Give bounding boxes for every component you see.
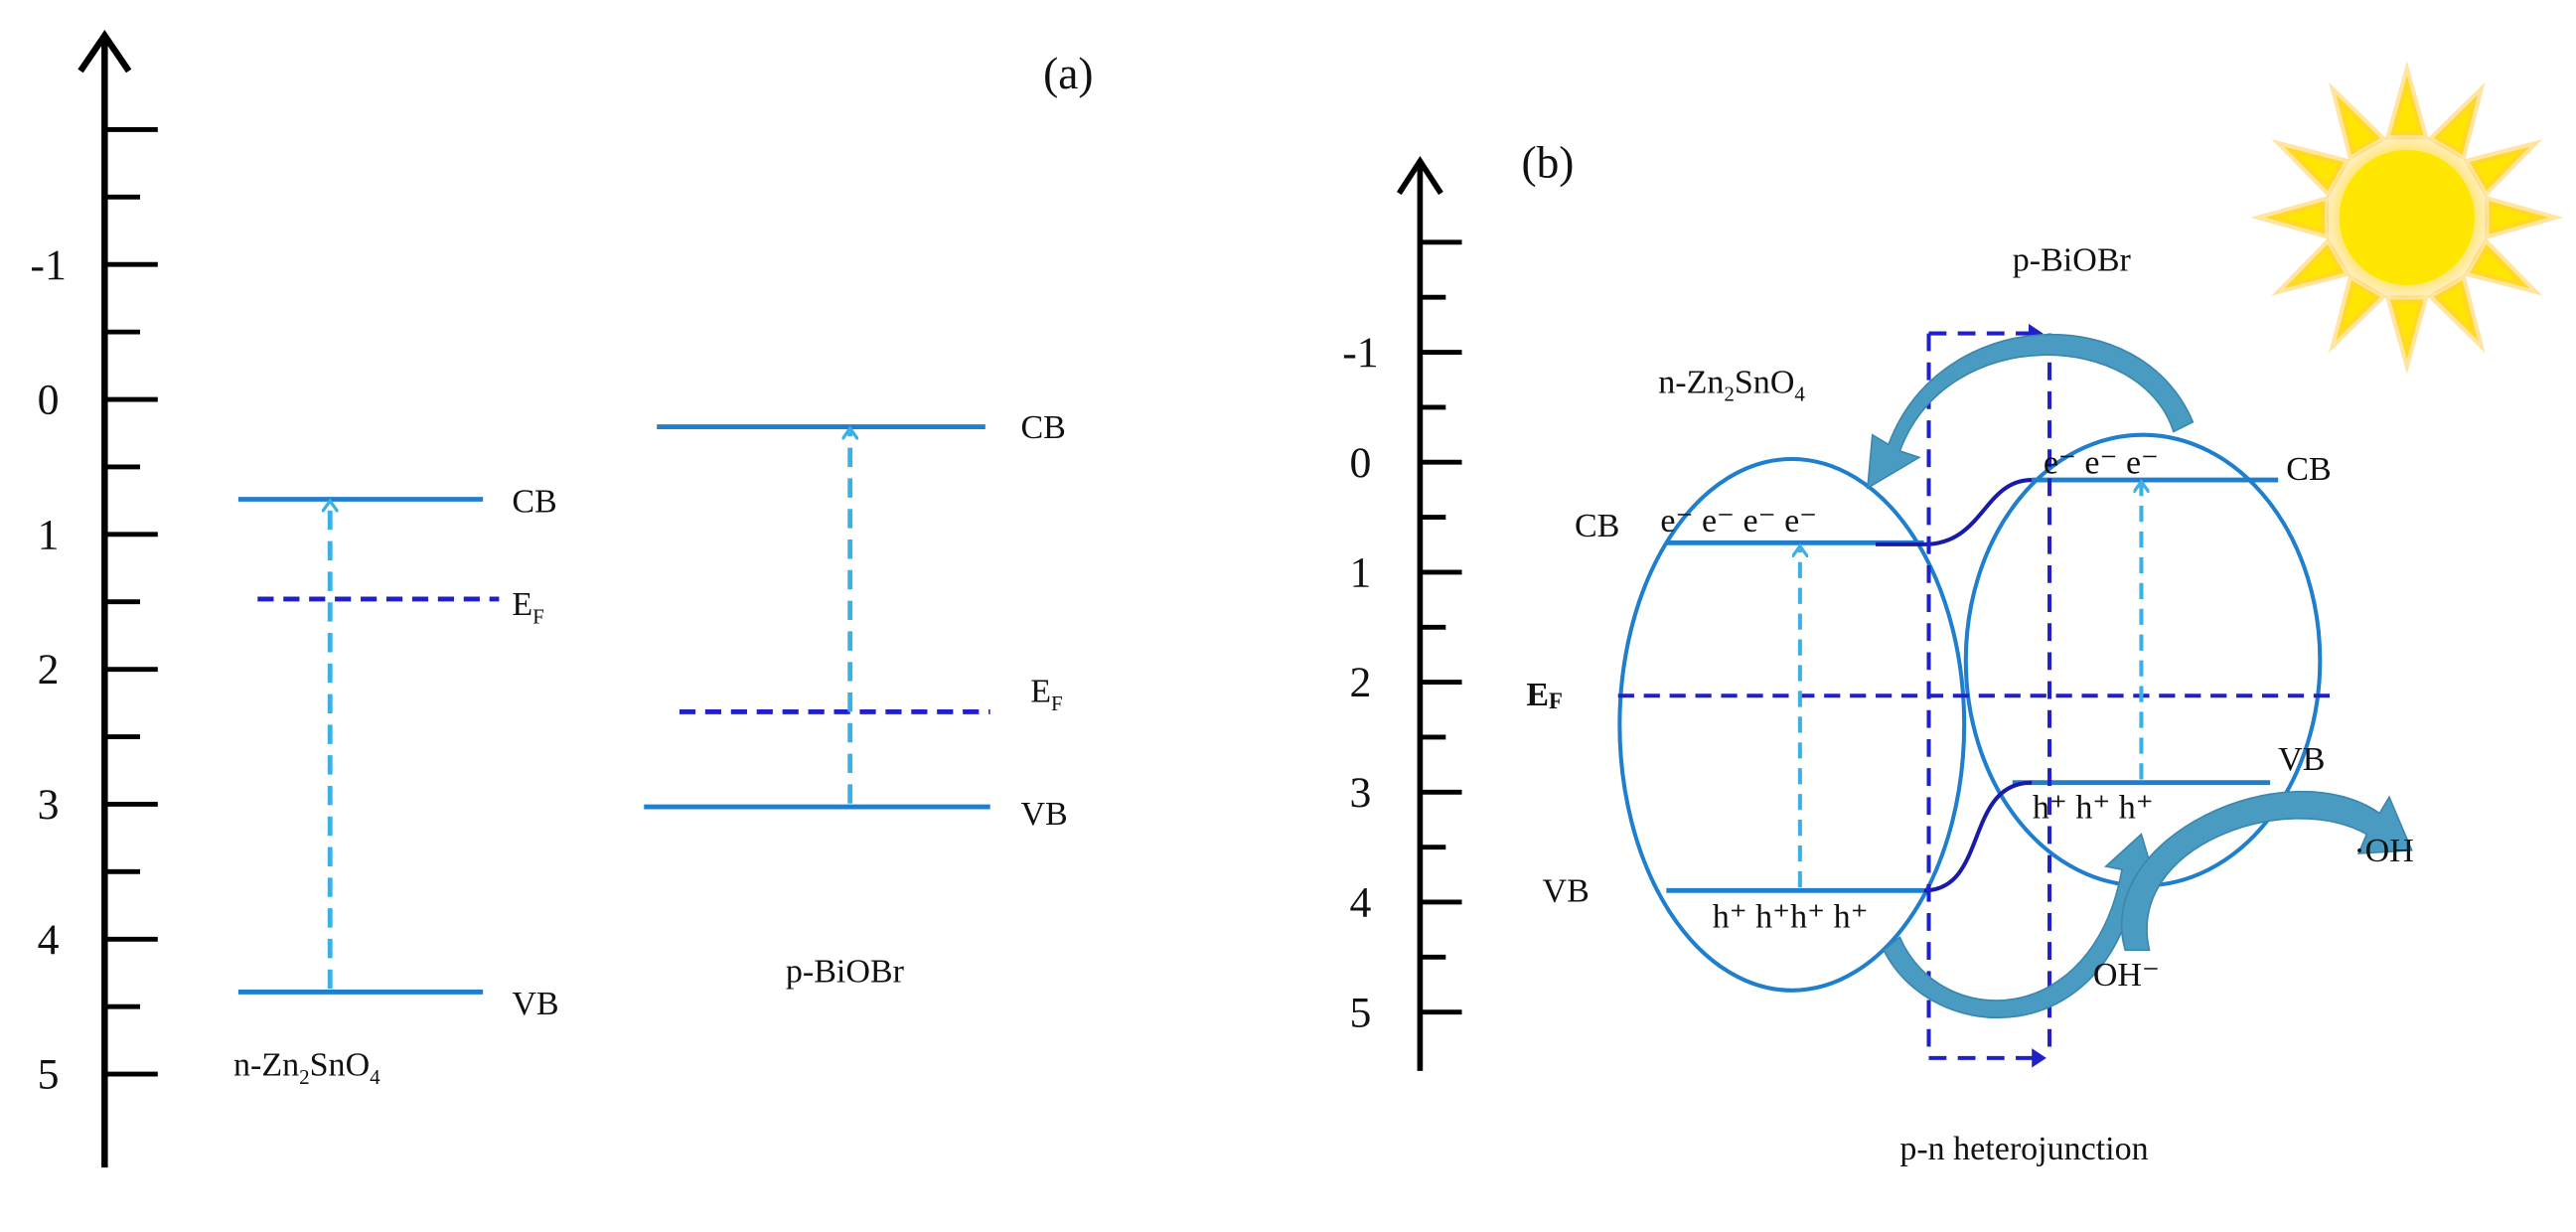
n-ef-label: EF <box>512 586 544 628</box>
energy-axis-a: -1 0 1 2 3 4 5 <box>30 30 158 1168</box>
tick-label: -1 <box>1342 329 1378 377</box>
energy-axis-b: -1 0 1 2 3 4 5 <box>1342 155 1462 1071</box>
material-n-zn2sno4-levels: CB EF VB n-Zn2SnO4 <box>233 483 559 1088</box>
tick-label: 0 <box>38 377 60 424</box>
panel-a: -1 0 1 2 3 4 5 (a) CB EF VB n-Zn2SnO4 CB EF VB… <box>30 30 1094 1168</box>
hydroxide-label: OH⁻ <box>2093 957 2160 994</box>
electron-transfer-arrow <box>1866 333 2195 490</box>
p-material-name-b: p-BiOBr <box>2013 241 2132 278</box>
sun-ray <box>2426 273 2486 354</box>
n-cb-label-b: CB <box>1575 508 1619 544</box>
sun-ray <box>2463 139 2543 198</box>
p-electrons: e⁻ e⁻ e⁻ <box>2044 445 2159 482</box>
tick-label: 5 <box>38 1051 60 1099</box>
tick-label: 0 <box>1349 439 1371 487</box>
material-p-biobr-levels: CB EF VB p-BiOBr <box>644 409 1068 991</box>
sun-ray <box>2328 81 2387 161</box>
tick-label: 3 <box>1349 769 1371 817</box>
tick-label: 1 <box>38 511 60 558</box>
vb-band-bending <box>1923 780 2033 893</box>
p-cb-label: CB <box>1020 409 1065 446</box>
n-cb-label: CB <box>512 483 556 520</box>
n-electrons: e⁻ e⁻ e⁻ e⁻ <box>1660 503 1817 539</box>
p-cb-label-b: CB <box>2286 451 2331 488</box>
oh-oxidation-arrow <box>2120 790 2413 952</box>
junction-label: p-n heterojunction <box>1899 1131 2148 1167</box>
ef-label-b: EF <box>1526 677 1563 713</box>
p-vb-label-b: VB <box>2278 741 2325 778</box>
tick-label: 1 <box>1349 549 1371 597</box>
panel-b-label: (b) <box>1521 137 1574 187</box>
sun-ray <box>2328 273 2387 354</box>
sun-ray <box>2463 237 2543 296</box>
n-vb-label: VB <box>512 986 558 1022</box>
axis-arrow-icon <box>1396 155 1443 196</box>
hydroxyl-radical-label: ·OH <box>2353 833 2413 869</box>
sun-ray <box>2384 61 2429 140</box>
p-vb-label: VB <box>1020 796 1067 833</box>
p-material-name: p-BiOBr <box>786 954 905 991</box>
sun-ray <box>2426 81 2486 161</box>
p-holes: h⁺ h⁺ h⁺ <box>2033 789 2154 826</box>
axis-arrow-icon <box>77 30 132 74</box>
sun-ray <box>2271 237 2350 296</box>
n-vb-label-b: VB <box>1543 873 1590 910</box>
sun-icon <box>2250 61 2564 375</box>
n-holes: h⁺ h⁺h⁺ h⁺ <box>1713 899 1869 936</box>
sun-ray <box>2485 195 2564 239</box>
tick-label: 2 <box>38 646 60 693</box>
tick-label: 4 <box>1349 879 1371 927</box>
tick-label: 5 <box>1349 989 1371 1036</box>
cb-band-bending <box>1876 478 2033 546</box>
sun-ray <box>2271 139 2350 198</box>
tick-label: -1 <box>30 241 66 289</box>
n-zn2sno4-particle <box>1617 456 1967 993</box>
tick-label: 4 <box>38 916 60 964</box>
p-ef-label: EF <box>1030 674 1063 715</box>
junction-box <box>1926 323 2052 1068</box>
n-material-name: n-Zn2SnO4 <box>233 1047 380 1089</box>
n-material-name-b: n-Zn2SnO4 <box>1658 365 1805 406</box>
sun-ray <box>2250 195 2330 239</box>
panel-a-label: (a) <box>1043 49 1093 98</box>
sun-ray <box>2384 295 2429 375</box>
tick-label: 2 <box>1349 659 1371 706</box>
tick-label: 3 <box>38 781 60 829</box>
